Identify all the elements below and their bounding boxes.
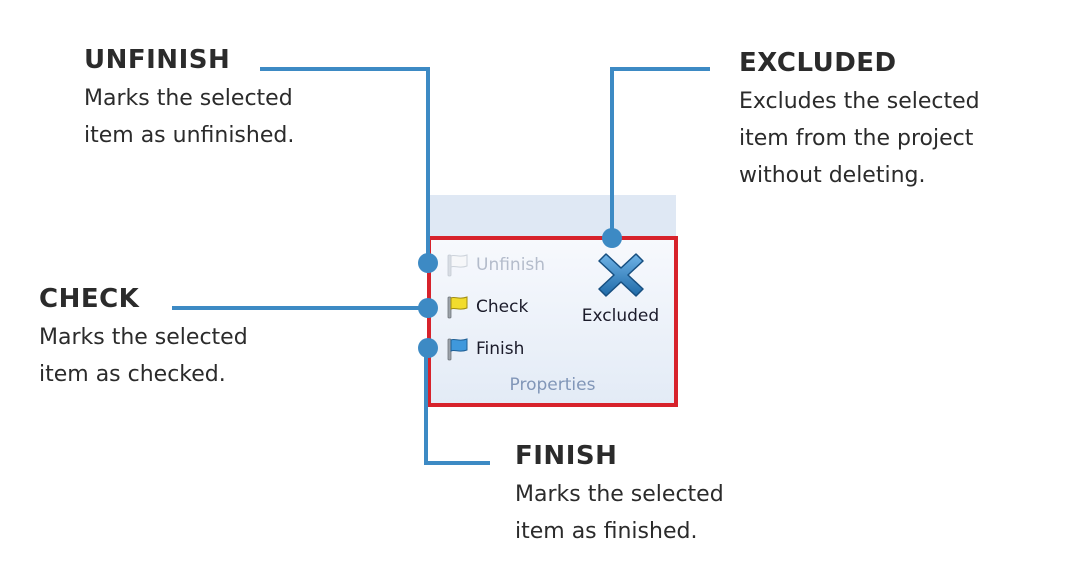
callout-finish: FINISH Marks the selected item as finish… (515, 440, 724, 550)
callout-excluded-desc-3: without deleting. (739, 163, 926, 188)
white-flag-icon (447, 254, 468, 277)
group-label-properties: Properties (509, 375, 596, 395)
connector-unfinish-vertical (426, 67, 430, 263)
callout-check-title: CHECK (39, 284, 140, 314)
callout-unfinish-desc-1: Marks the selected (84, 86, 293, 111)
check-label: Check (476, 297, 529, 317)
blue-flag-icon (447, 338, 468, 361)
callout-finish-desc-1: Marks the selected (515, 482, 724, 507)
callout-check: CHECK Marks the selected item as checked… (39, 283, 248, 393)
excluded-button[interactable]: Excluded (573, 250, 668, 340)
connector-unfinish-horizontal (260, 67, 430, 71)
ribbon-header-area (429, 195, 676, 237)
callout-excluded-desc-1: Excludes the selected (739, 89, 980, 114)
yellow-flag-icon (447, 296, 468, 319)
check-button[interactable]: Check (445, 294, 528, 320)
connector-finish-horizontal (424, 461, 490, 465)
connector-check-horizontal (172, 306, 428, 310)
callout-excluded-desc-2: item from the project (739, 126, 974, 151)
finish-button[interactable]: Finish (445, 336, 524, 362)
callout-excluded-title: EXCLUDED (739, 48, 897, 78)
callout-finish-title: FINISH (515, 441, 618, 471)
callout-finish-desc-2: item as finished. (515, 519, 698, 544)
connector-finish-dot (418, 338, 438, 358)
callout-unfinish: UNFINISH Marks the selected item as unfi… (84, 44, 294, 154)
callout-unfinish-desc-2: item as unfinished. (84, 123, 295, 148)
callout-unfinish-title: UNFINISH (84, 45, 231, 75)
connector-finish-vertical (424, 348, 428, 465)
callout-check-desc-2: item as checked. (39, 362, 226, 387)
excluded-label: Excluded (581, 306, 660, 326)
callout-excluded: EXCLUDED Excludes the selected item from… (739, 47, 980, 194)
unfinish-button[interactable]: Unfinish (445, 252, 545, 278)
connector-excluded-dot (602, 228, 622, 248)
connector-excluded-vertical (610, 67, 614, 238)
connector-check-dot (418, 298, 438, 318)
callout-check-desc-1: Marks the selected (39, 325, 248, 350)
unfinish-label: Unfinish (476, 255, 546, 275)
finish-label: Finish (476, 339, 525, 359)
connector-unfinish-dot (418, 253, 438, 273)
connector-excluded-horizontal (610, 67, 710, 71)
ribbon-group-properties: Unfinish Check Finish Excluded Propertie… (427, 236, 678, 407)
blue-x-icon (597, 253, 644, 297)
